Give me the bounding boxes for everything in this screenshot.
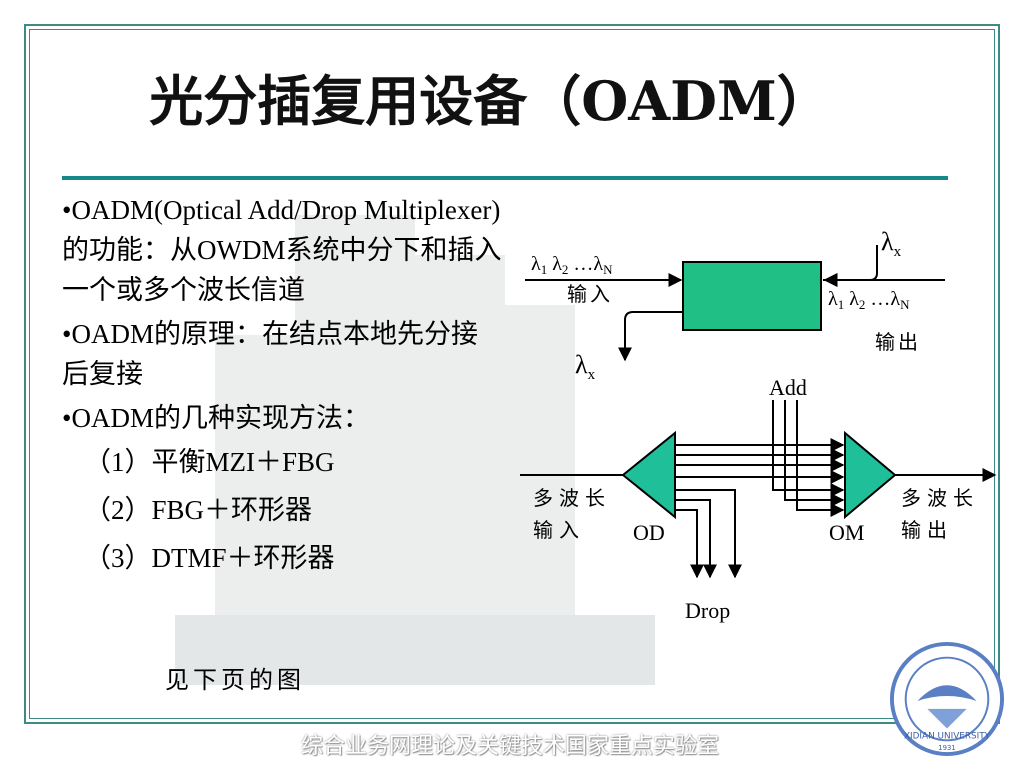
multi-out-label-1: 多波长 [901,487,979,510]
bullet-methods: •OADM的几种实现方法： [62,403,370,433]
output-lambdas: λ1 λ2 …λN [828,288,910,312]
input-label: 输入 [567,283,613,306]
lambda-x-drop-arrow [618,311,683,362]
university-seal-logo: XIDIAN UNIVERSITY 1931 [889,641,1005,757]
om-mux [844,430,897,520]
svg-text:1931: 1931 [938,744,956,752]
footer-lab-name: 综合业务网理论及关键技术国家重点实验室 [300,734,719,759]
om-label: OM [829,520,864,545]
svg-text:XIDIAN UNIVERSITY: XIDIAN UNIVERSITY [904,731,991,741]
multi-in-label-2: 输入 [533,519,585,542]
od-label: OD [633,520,665,545]
input-lambdas: λ1 λ2 …λN [531,253,613,277]
slide-border-outer [24,24,1000,724]
method-3: （3）DTMF＋环形器 [84,543,335,573]
multi-out-label-2: 输出 [901,519,953,542]
title-divider [62,176,948,180]
add-label: Add [769,375,807,400]
bullet-function: •OADM(Optical Add/Drop Multiplexer)的功能：从… [62,195,502,305]
see-next-page-note: 见下页的图 [165,666,305,694]
lambda-x-drop-label: λx [575,350,596,383]
slide-border-inner [29,29,995,719]
page-title: 光分插复用设备（OADM） [149,69,831,133]
oadm-diagram: λ1 λ2 …λN 输入 λ1 λ2 …λN 输出 λx λx Add [520,227,997,623]
method-1: （1）平衡MZI＋FBG [84,447,335,477]
output-label: 输出 [875,331,921,354]
lambda-x-add-arrow [823,245,878,287]
background-building-image [175,215,655,685]
bullet-list: •OADM(Optical Add/Drop Multiplexer)的功能：从… [62,190,502,586]
method-2: （2）FBG＋环形器 [84,495,313,525]
multi-in-label-1: 多波长 [533,487,611,510]
oadm-box [682,261,822,331]
lambda-x-add-label: λx [881,227,902,260]
drop-label: Drop [685,598,730,623]
od-demux [621,430,676,520]
bullet-principle: •OADM的原理：在结点本地先分接后复接 [62,319,478,389]
